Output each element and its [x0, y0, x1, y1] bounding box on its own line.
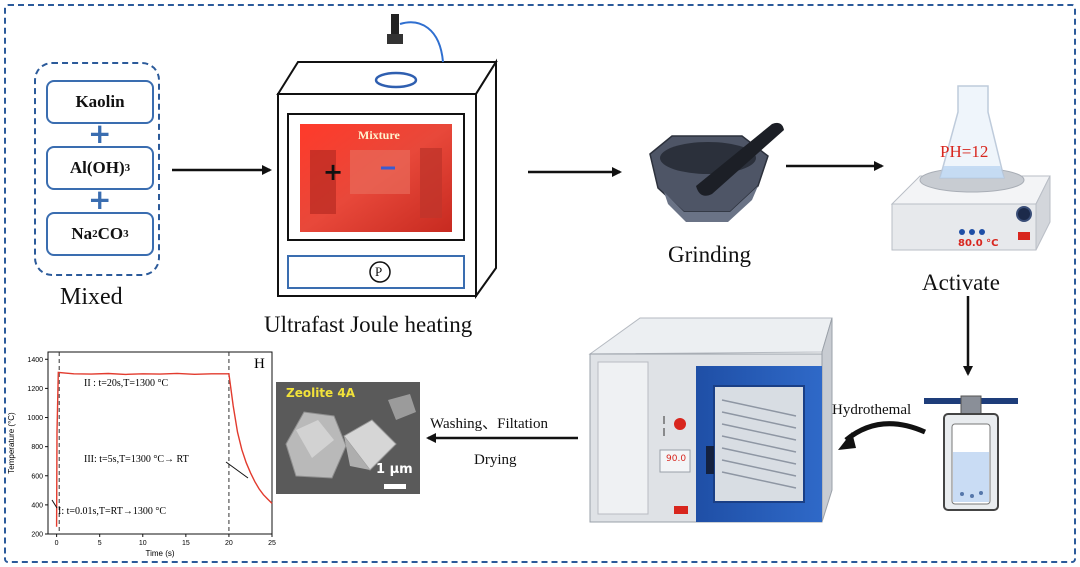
p-panel-label: P — [375, 264, 383, 279]
chart-panel-label: H — [254, 356, 265, 372]
plus-icon: + — [88, 117, 112, 150]
mixed-label: Mixed — [60, 284, 123, 310]
joule-furnace — [276, 14, 498, 300]
y-tick-label: 1200 — [27, 386, 43, 393]
x-tick-label: 0 — [55, 540, 59, 547]
ingredient-aluminium-hydroxide: Al(OH)3 — [46, 146, 154, 190]
mixed-group — [34, 62, 160, 276]
arrow-hydrothermal-curve — [844, 421, 927, 442]
y-tick-label: 400 — [31, 502, 43, 509]
sem-scale-bar-label: 1 μm — [376, 462, 413, 477]
x-axis-label: Time (s) — [145, 549, 174, 558]
mortar-pestle-icon — [649, 122, 784, 222]
y-tick-label: 1400 — [27, 357, 43, 364]
activate-label: Activate — [922, 270, 1000, 295]
grinding-label: Grinding — [668, 242, 752, 267]
chart-annotation: III: t=5s,T=1300 °C→ RT — [84, 454, 189, 465]
annotation-pointer — [225, 461, 249, 479]
hydrothermal-label: Hydrothemal — [832, 402, 912, 418]
y-tick-label: 800 — [31, 444, 43, 451]
sem-title: Zeolite 4A — [286, 386, 355, 400]
chart-annotation: I: t=0.01s,T=RT→1300 °C — [58, 506, 166, 517]
y-axis-label: Temperature (°C) — [7, 412, 16, 474]
x-tick-label: 15 — [182, 540, 190, 547]
hydrothermal-autoclave-icon — [924, 395, 1018, 511]
x-tick-label: 5 — [98, 540, 102, 547]
x-tick-label: 10 — [139, 540, 147, 547]
electrode-plus-sign: + — [323, 158, 344, 186]
ph-label: PH=12 — [940, 142, 989, 161]
plus-icon: + — [88, 183, 112, 216]
x-tick-label: 20 — [225, 540, 233, 547]
drying-oven-icon — [588, 317, 833, 523]
chart-annotation: II : t=20s,T=1300 °C — [84, 378, 168, 389]
chart-plot-area — [47, 351, 273, 535]
temperature-series-line — [55, 371, 273, 527]
sem-image — [276, 382, 420, 494]
furnace-label: Ultrafast Joule heating — [264, 312, 473, 337]
stirrer-temp-display: 80.0 °C — [958, 238, 999, 249]
washing-label: Washing、Filtation — [430, 416, 548, 432]
mixture-label: Mixture — [358, 128, 400, 142]
magnetic-stirrer-icon — [890, 85, 1051, 251]
drying-label: Drying — [474, 452, 517, 468]
y-tick-label: 1000 — [27, 415, 43, 422]
annotation-pointer — [51, 499, 58, 509]
y-tick-label: 600 — [31, 473, 43, 480]
oven-display: 90.0 — [666, 454, 687, 464]
x-tick-label: 25 — [268, 540, 276, 547]
outer-frame — [4, 4, 1076, 563]
ingredient-kaolin: Kaolin — [46, 80, 154, 124]
y-tick-label: 200 — [31, 532, 43, 539]
